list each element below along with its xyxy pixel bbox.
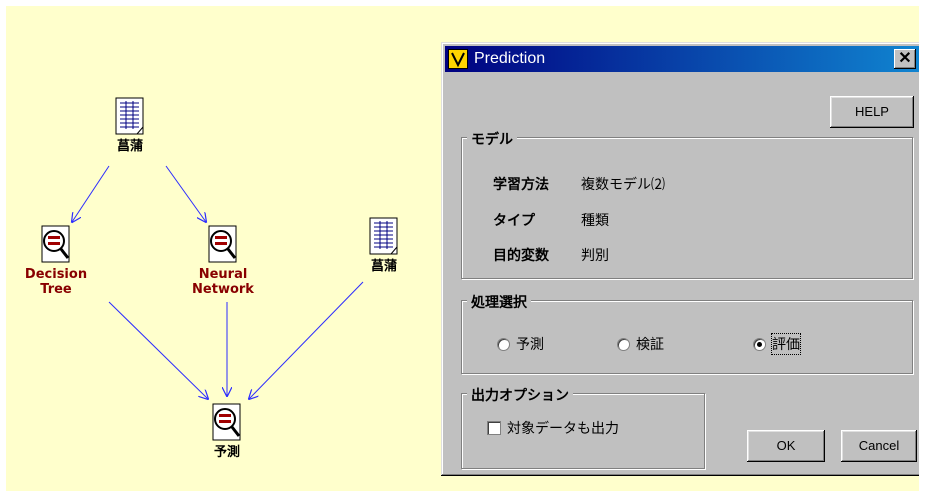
link-data2-to-predict [249, 281, 364, 399]
node-data-1[interactable]: 菖蒲 [100, 97, 160, 154]
magnifier-model-icon [212, 403, 241, 441]
method-key: 学習方法 [493, 177, 549, 193]
node-decision-tree[interactable]: Decision Tree [16, 225, 96, 297]
app-logo-icon [448, 49, 468, 69]
workflow-canvas[interactable]: 菖蒲 Decision Tree Neural Network [6, 6, 919, 491]
node-neural-network[interactable]: Neural Network [183, 225, 263, 297]
model-row-target: 目的変数 判別 [493, 245, 609, 265]
radio-verify-label: 検証 [636, 337, 664, 353]
output-group-label: 出力オプション [467, 385, 573, 405]
process-group [461, 300, 913, 374]
node-label: Neural Network [192, 267, 254, 297]
radio-circle-selected[interactable] [753, 337, 766, 351]
model-row-type: タイプ 種類 [493, 210, 609, 230]
table-document-icon [369, 217, 398, 255]
close-button[interactable]: ✕ [894, 49, 916, 69]
link-decision-tree-to-predict [108, 301, 208, 399]
radio-evaluate-label: 評価 [771, 333, 801, 355]
type-value: 種類 [581, 213, 609, 229]
checkbox-box[interactable] [487, 421, 501, 435]
output-target-data-checkbox[interactable]: 対象データも出力 [487, 418, 619, 438]
model-row-method: 学習方法 複数モデル⑵ [493, 174, 665, 194]
node-label: 菖蒲 [116, 139, 143, 154]
radio-evaluate[interactable]: 評価 [753, 333, 801, 355]
node-label: 予測 [213, 445, 240, 460]
radio-predict[interactable]: 予測 [497, 334, 544, 354]
radio-circle[interactable] [617, 337, 630, 351]
output-group [461, 393, 705, 469]
node-label: Decision Tree [24, 267, 88, 297]
type-key: タイプ [493, 213, 535, 229]
magnifier-model-icon [41, 225, 70, 263]
close-icon: ✕ [898, 50, 912, 67]
radio-circle[interactable] [497, 337, 510, 351]
link-data-to-neural-network [165, 165, 206, 222]
node-data-2[interactable]: 菖蒲 [354, 217, 414, 274]
dialog-title: Prediction [474, 50, 546, 67]
model-group [461, 137, 913, 279]
workflow-links [6, 165, 364, 491]
ok-button[interactable]: OK [747, 430, 825, 462]
model-group-label: モデル [467, 129, 517, 149]
cancel-button[interactable]: Cancel [841, 430, 917, 462]
node-predict[interactable]: 予測 [197, 403, 257, 460]
node-label: 菖蒲 [370, 259, 397, 274]
magnifier-model-icon [208, 225, 237, 263]
prediction-dialog: Prediction ✕ HELP モデル 学習方法 複数モデル⑵ タイプ 種類 目… [441, 42, 919, 476]
radio-predict-label: 予測 [516, 337, 544, 353]
radio-verify[interactable]: 検証 [617, 334, 664, 354]
table-document-icon [115, 97, 144, 135]
target-value: 判別 [581, 248, 609, 264]
title-bar[interactable]: Prediction ✕ [445, 46, 919, 72]
checkbox-label: 対象データも出力 [507, 421, 619, 437]
method-value: 複数モデル⑵ [581, 177, 665, 193]
process-group-label: 処理選択 [467, 292, 531, 312]
link-data-to-decision-tree [72, 165, 110, 222]
help-button[interactable]: HELP [830, 96, 914, 128]
target-key: 目的変数 [493, 248, 549, 264]
